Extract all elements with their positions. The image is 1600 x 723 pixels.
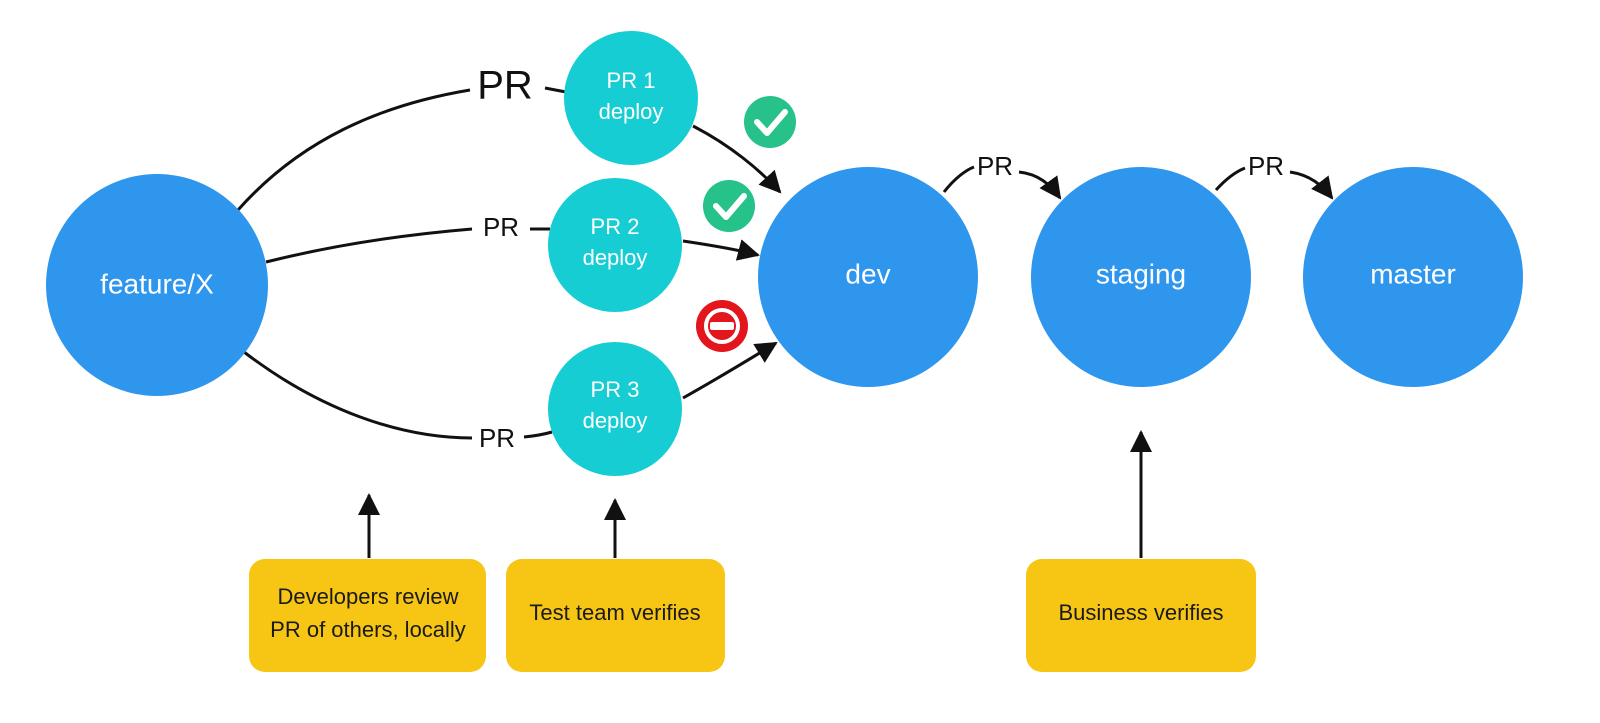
edge-pr3-to-dev: [682, 341, 778, 400]
check-icon: [744, 96, 796, 148]
deploy-node-pr1: [564, 31, 698, 165]
node-master: [1303, 167, 1523, 387]
edge-pr-top-to-pr1: [544, 86, 567, 94]
node-dev: [758, 167, 978, 387]
pr-label-dev-staging: PR: [977, 151, 1013, 181]
note-business-text: Business verifies: [1058, 600, 1223, 625]
pr-label-top: PR: [477, 64, 533, 108]
edge-dev-to-staging: [942, 165, 975, 193]
check-icon: [703, 180, 755, 232]
edge-pr-bottom-to-pr3: [523, 430, 553, 439]
edge-pr2-to-dev: [682, 239, 760, 261]
deploy-node-pr2: [548, 178, 682, 312]
node-master-label: master: [1370, 258, 1456, 289]
note-developers-review-line1: Developers review: [278, 584, 459, 609]
deploy-pr1-line2: deploy: [599, 99, 664, 124]
note-test-team-text: Test team verifies: [529, 600, 700, 625]
edge-feature-to-pr2: [265, 227, 473, 264]
pr-label-staging-master: PR: [1248, 151, 1284, 181]
edge-staging-to-master: [1214, 166, 1246, 192]
deploy-pr3-line2: deploy: [583, 408, 648, 433]
edge-pr-to-staging: [1018, 170, 1062, 200]
node-staging: [1031, 167, 1251, 387]
deploy-pr2-line1: PR 2: [591, 214, 640, 239]
note-test-team: [506, 559, 725, 672]
edge-feature-to-pr1: [236, 88, 471, 211]
deploy-pr3-line1: PR 3: [591, 377, 640, 402]
note-developers-review-line2: PR of others, locally: [270, 617, 466, 642]
note-developers-review: [249, 559, 486, 672]
node-feature-label: feature/X: [100, 268, 214, 299]
node-dev-label: dev: [845, 258, 890, 289]
blocked-icon: [696, 300, 748, 352]
pr-label-mid: PR: [483, 212, 519, 242]
node-staging-label: staging: [1096, 258, 1186, 289]
edge-feature-to-pr3: [243, 350, 473, 440]
deploy-node-pr3: [548, 342, 682, 476]
node-feature: [46, 174, 268, 396]
note-business: [1026, 559, 1256, 672]
deploy-pr2-line2: deploy: [583, 245, 648, 270]
edge-pr-to-master: [1289, 170, 1334, 200]
edge-pr1-to-dev: [692, 124, 782, 194]
pr-label-bottom: PR: [479, 423, 515, 453]
deploy-pr1-line1: PR 1: [607, 68, 656, 93]
